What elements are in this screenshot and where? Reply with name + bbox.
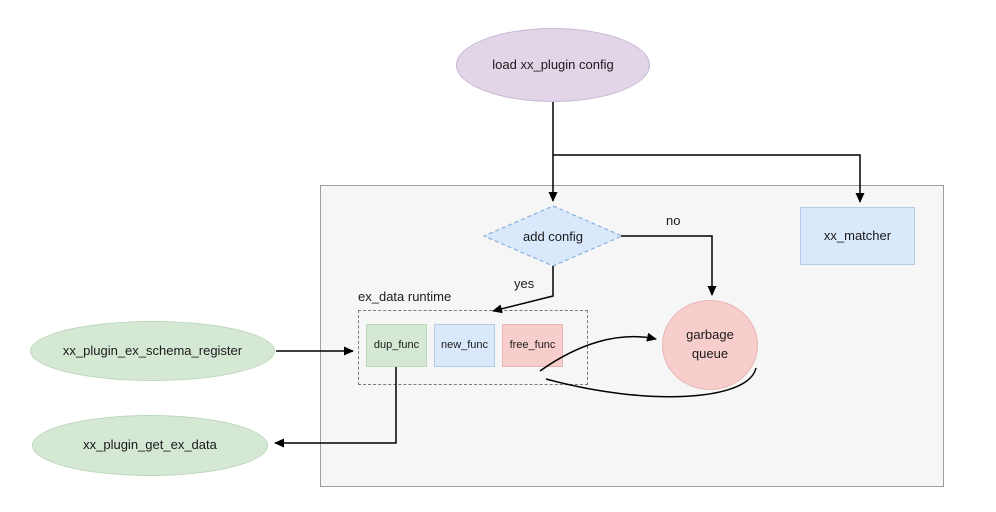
add-config-label: add config bbox=[523, 228, 583, 244]
edge-label-yes: yes bbox=[514, 276, 535, 291]
get-ex-data-node: xx_plugin_get_ex_data bbox=[32, 415, 268, 476]
free-func-node: free_func bbox=[502, 324, 563, 367]
schema-register-node: xx_plugin_ex_schema_register bbox=[30, 321, 275, 381]
garbage-queue-node: garbage queue bbox=[662, 300, 758, 390]
load-config-node: load xx_plugin config bbox=[456, 28, 650, 102]
new-func-node: new_func bbox=[434, 324, 495, 367]
add-config-node: add config bbox=[483, 205, 623, 267]
dup-func-node: dup_func bbox=[366, 324, 427, 367]
ex-data-runtime-label: ex_data runtime bbox=[358, 289, 452, 304]
edge-label-no: no bbox=[666, 213, 681, 228]
xx-matcher-node: xx_matcher bbox=[800, 207, 915, 265]
